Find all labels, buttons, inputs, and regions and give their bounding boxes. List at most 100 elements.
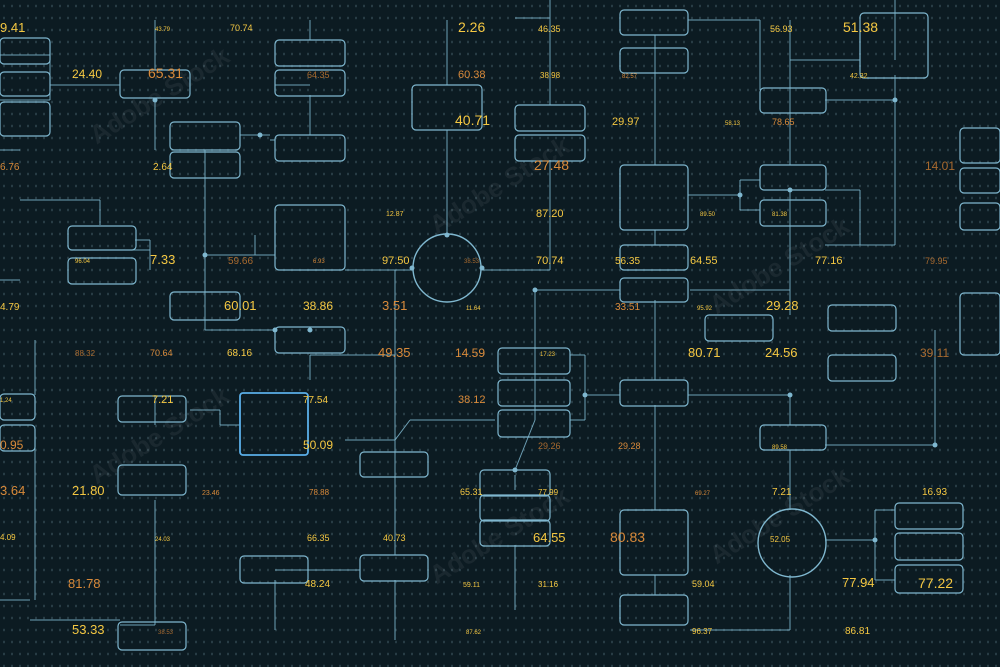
value-label: 16.93: [922, 487, 947, 498]
process-box: [274, 134, 346, 162]
value-label: 51.38: [843, 19, 878, 35]
value-label: 46.35: [538, 24, 561, 34]
value-label: 70.64: [150, 348, 173, 358]
value-label: 4.79: [0, 302, 20, 313]
value-label: 7.21: [772, 487, 792, 498]
junction-dot: [202, 252, 208, 258]
process-box: [274, 204, 346, 271]
process-box: [959, 202, 1000, 231]
value-label: 56.35: [615, 256, 640, 267]
process-box: [479, 519, 551, 547]
value-label: 2.64: [153, 162, 173, 173]
junction-dot: [932, 442, 938, 448]
value-label: 81.78: [68, 576, 101, 591]
value-label: 31.16: [538, 580, 559, 589]
process-box: [117, 395, 187, 423]
value-label: 78.65: [772, 117, 795, 127]
value-label: 60.01: [224, 298, 257, 313]
value-label: 77.99: [538, 488, 559, 497]
process-box: [0, 424, 36, 452]
value-label: 27.48: [534, 157, 569, 173]
process-box: [619, 244, 689, 271]
value-label: 89.50: [700, 212, 716, 218]
value-label: 97.50: [382, 255, 410, 267]
process-box: [359, 554, 429, 582]
value-label: 81.38: [772, 212, 788, 218]
process-box: [497, 409, 571, 438]
value-label: 65.31: [460, 487, 483, 497]
value-label: 43.79: [155, 27, 171, 33]
value-label: 56.93: [770, 24, 793, 34]
junction-dot: [444, 232, 450, 238]
value-label: 64.35: [307, 70, 330, 80]
value-label: 64.55: [690, 255, 718, 267]
value-label: 39.11: [920, 346, 949, 360]
value-label: 11.64: [466, 306, 481, 312]
junction-dot: [307, 327, 313, 333]
process-box: [619, 594, 689, 626]
value-label: 23.46: [202, 490, 220, 497]
process-box: [274, 326, 346, 354]
junction-dot: [892, 97, 898, 103]
value-label: 2.26: [458, 19, 485, 35]
value-label: 24.56: [765, 345, 798, 360]
value-label: 38.53: [464, 259, 480, 265]
process-box: [274, 69, 346, 97]
process-box: [894, 502, 964, 530]
junction-dot: [582, 392, 588, 398]
process-box: [619, 509, 689, 576]
process-box: [67, 257, 137, 285]
value-label: 38.53: [158, 630, 174, 636]
process-box: [0, 37, 51, 65]
process-box: [759, 87, 827, 114]
junction-circle: [757, 508, 827, 578]
value-label: 42.32: [850, 73, 868, 80]
process-box: [827, 304, 897, 332]
process-box: [959, 167, 1000, 194]
value-label: 70.74: [536, 255, 564, 267]
value-label: 50.09: [303, 438, 333, 452]
process-box: [704, 314, 774, 342]
value-label: 49.35: [378, 345, 411, 360]
junction-circle: [412, 233, 482, 303]
value-label: 82.57: [622, 74, 638, 80]
value-label: 60.38: [458, 69, 486, 81]
value-label: 77.16: [815, 255, 843, 267]
value-label: 21.80: [72, 483, 105, 498]
process-box: [619, 379, 689, 407]
junction-dot: [787, 187, 793, 193]
value-label: 12.87: [386, 211, 404, 218]
value-label: 33.51: [615, 302, 640, 313]
connector-line: [394, 419, 411, 441]
junction-dot: [479, 265, 485, 271]
value-label: 69.27: [695, 491, 711, 497]
process-box: [67, 225, 137, 251]
value-label: 48.24: [305, 579, 330, 590]
value-label: 3.64: [0, 483, 25, 498]
value-label: 68.16: [227, 348, 252, 359]
value-label: 53.33: [72, 622, 105, 637]
process-box: [959, 127, 1000, 164]
process-box: [759, 164, 827, 191]
process-box: [117, 464, 187, 496]
value-label: 40.73: [383, 533, 406, 543]
value-label: 77.22: [918, 575, 953, 591]
junction-dot: [532, 287, 538, 293]
process-box: [0, 393, 36, 421]
value-label: 6.93: [313, 259, 325, 265]
process-box: [0, 101, 51, 137]
value-label: 38.12: [458, 394, 486, 406]
process-box: [759, 424, 827, 451]
process-box: [959, 292, 1000, 356]
value-label: 24.03: [155, 537, 171, 543]
value-label: 88.32: [75, 349, 96, 358]
value-label: 78.88: [309, 488, 330, 497]
value-label: 65.31: [148, 65, 183, 81]
junction-dot: [257, 132, 263, 138]
value-label: 29.28: [618, 441, 641, 451]
junction-dot: [787, 392, 793, 398]
value-label: 96.37: [692, 627, 713, 636]
process-box: [619, 164, 689, 231]
value-label: 66.35: [307, 533, 330, 543]
